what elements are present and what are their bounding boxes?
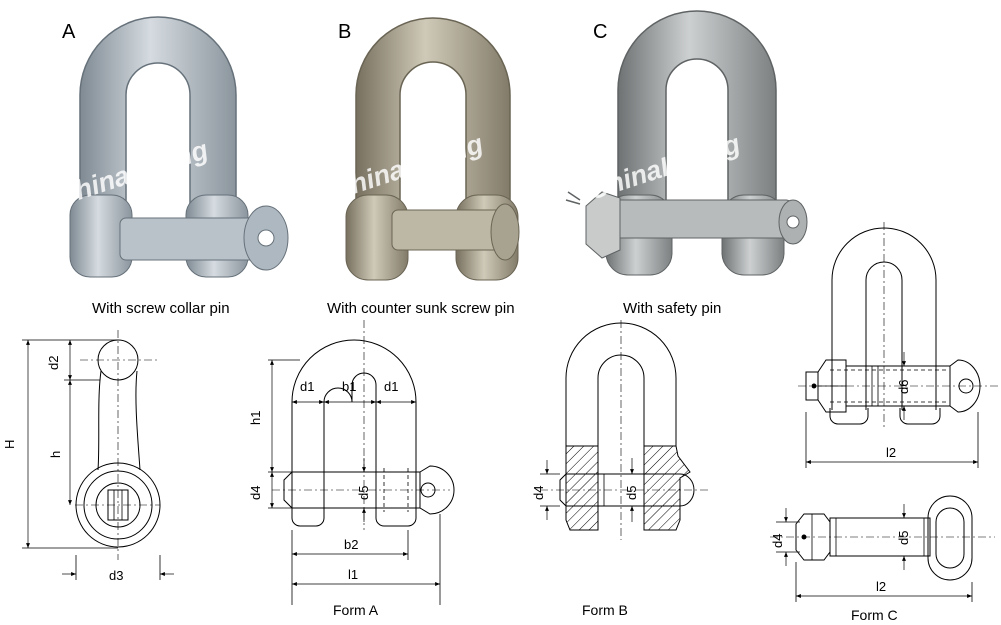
photo-a-watermark: ChinaLifting [53, 134, 213, 211]
photo-c-letter: C [593, 21, 607, 43]
side-profile-drawing: H d2 h d3 [2, 330, 174, 583]
shackle-c-nut [585, 191, 621, 259]
photo-a-letter: A [62, 21, 76, 43]
label-d3: d3 [109, 568, 123, 583]
photo-b: B ChinaLifting With counter sunk screw p… [327, 17, 520, 317]
form-a-drawing: h1 d1 b1 d1 d4 d5 b2 l1 Form A [248, 320, 455, 618]
label-l2-top: l2 [886, 445, 896, 460]
form-a-title: Form A [333, 602, 379, 618]
photo-a: A ChinaLifting With screw collar pin [53, 16, 289, 317]
label-l1: l1 [348, 567, 358, 582]
label-h: h [48, 451, 63, 458]
form-b-drawing: d4 d5 Form B [531, 320, 710, 618]
shackle-b-bow [355, 17, 511, 236]
label-d2: d2 [46, 356, 61, 370]
label-form-c-d4: d4 [770, 534, 785, 548]
label-b1: b1 [342, 379, 356, 394]
label-h1: h1 [248, 411, 263, 425]
label-b2: b2 [344, 537, 358, 552]
label-H: H [2, 440, 17, 449]
label-form-b-d4: d4 [531, 486, 546, 500]
label-l2-bottom: l2 [876, 579, 886, 594]
shackle-b-pin-head [490, 203, 520, 261]
label-form-c-d5: d5 [896, 531, 911, 545]
form-c-pin-drawing: d4 d5 l2 Form C [770, 495, 995, 623]
photo-b-watermark: ChinaLifting [328, 128, 488, 205]
form-c-title: Form C [851, 607, 898, 623]
photo-c: C ChinaLifting With safety pin [565, 10, 808, 317]
shackle-a-pin [119, 217, 261, 261]
form-b-title: Form B [582, 602, 628, 618]
shackle-c-pin [599, 199, 793, 239]
shackle-c-cotter-pin [565, 191, 581, 205]
label-form-b-d5: d5 [624, 486, 639, 500]
label-d1-left: d1 [300, 379, 314, 394]
form-c-assembly-drawing: d6 l2 [798, 222, 998, 468]
label-form-a-d5: d5 [356, 486, 371, 500]
photo-a-caption: With screw collar pin [92, 300, 230, 317]
label-d1-right: d1 [384, 379, 398, 394]
label-form-a-d4: d4 [248, 486, 263, 500]
shackle-c-bow [617, 10, 777, 236]
photo-b-caption: With counter sunk screw pin [327, 300, 515, 317]
photo-b-letter: B [338, 21, 351, 43]
shackle-a-bow [79, 16, 237, 231]
label-d6: d6 [896, 380, 911, 394]
photo-c-caption: With safety pin [623, 300, 721, 317]
